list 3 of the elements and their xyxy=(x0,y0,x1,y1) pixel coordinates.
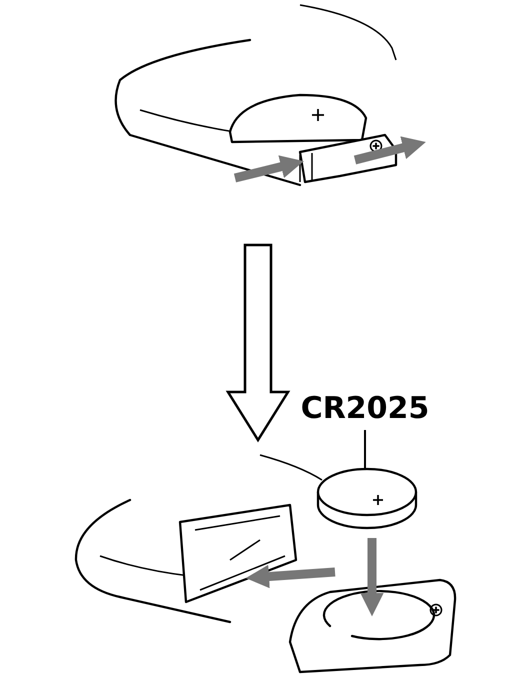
leader-line xyxy=(364,430,366,469)
hollow-arrow xyxy=(226,244,290,442)
battery-label: CR2025 xyxy=(290,388,440,430)
